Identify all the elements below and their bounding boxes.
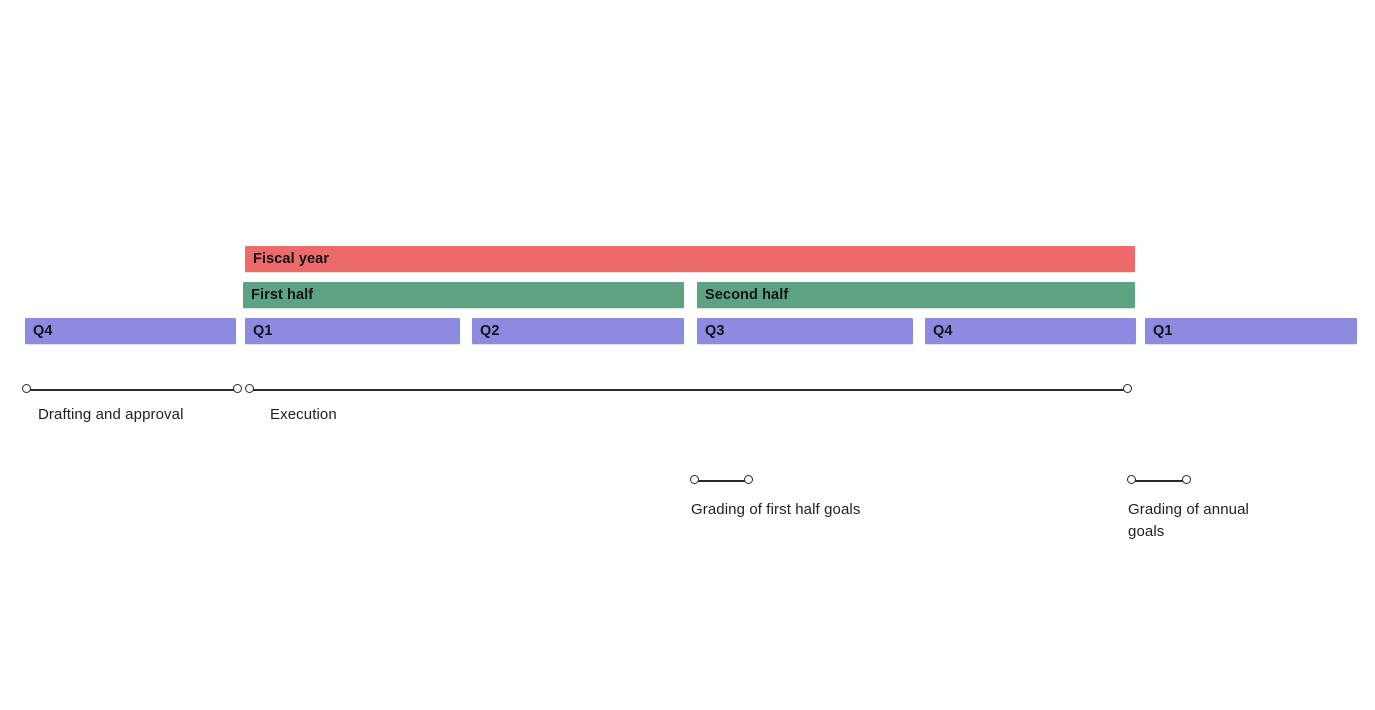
- milestone-dot-icon: [743, 475, 753, 484]
- bar-quarter-q1-next[interactable]: Q1: [1145, 318, 1357, 344]
- milestone-dot-icon: [1122, 384, 1132, 393]
- milestone-line-segment: [1131, 480, 1186, 482]
- phase-label-execution: Execution: [270, 406, 337, 423]
- phase-line-drafting-and-approval[interactable]: [21, 384, 242, 396]
- milestone-dot-icon: [689, 475, 699, 484]
- bar-quarter-q2[interactable]: Q2: [472, 318, 684, 344]
- milestone-dot-icon: [21, 384, 31, 393]
- phase-line-segment: [26, 389, 237, 391]
- phase-label-drafting-and-approval: Drafting and approval: [38, 406, 184, 423]
- phase-line-execution[interactable]: [244, 384, 1132, 396]
- bar-fiscal-year[interactable]: Fiscal year: [245, 246, 1135, 272]
- bar-quarter-q1[interactable]: Q1: [245, 318, 460, 344]
- milestone-dot-icon: [232, 384, 242, 393]
- phase-line-segment: [249, 389, 1127, 391]
- milestone-dot-icon: [1181, 475, 1191, 484]
- bar-first-half[interactable]: First half: [243, 282, 684, 308]
- milestone-label-grading-first-half: Grading of first half goals: [691, 501, 861, 518]
- milestone-line-grading-annual[interactable]: [1126, 475, 1191, 487]
- bar-quarter-q3[interactable]: Q3: [697, 318, 913, 344]
- bar-second-half[interactable]: Second half: [697, 282, 1135, 308]
- milestone-line-grading-first-half[interactable]: [689, 475, 753, 487]
- milestone-dot-icon: [1126, 475, 1136, 484]
- bar-quarter-q4[interactable]: Q4: [925, 318, 1136, 344]
- milestone-label-grading-annual: Grading of annual goals: [1128, 501, 1249, 540]
- milestone-line-segment: [694, 480, 748, 482]
- bar-quarter-q4-previous[interactable]: Q4: [25, 318, 236, 344]
- milestone-dot-icon: [244, 384, 254, 393]
